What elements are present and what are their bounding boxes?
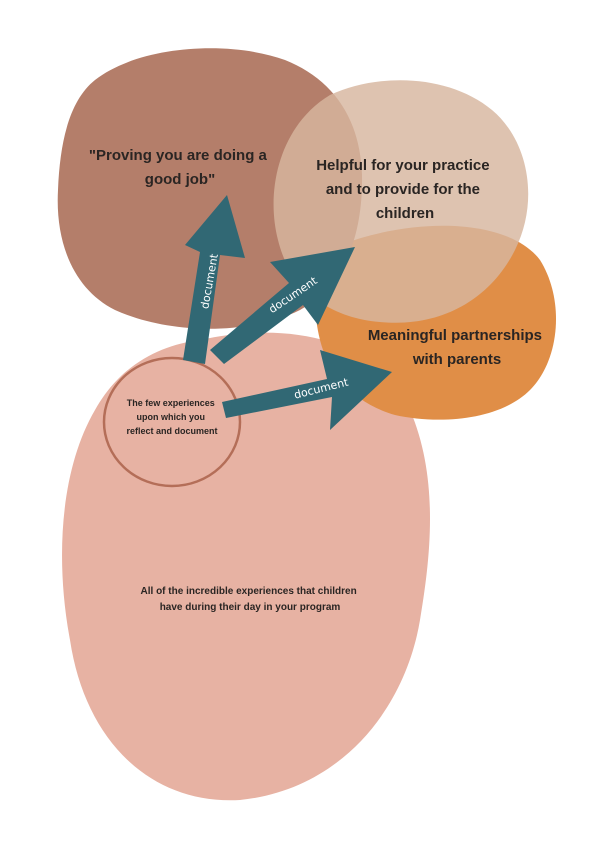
helpful-label-line: Helpful for your practice <box>316 157 489 174</box>
partnerships-label: Meaningful partnerships with parents <box>368 327 546 368</box>
arrow-shape <box>210 247 355 364</box>
partnerships-label-line: with parents <box>412 351 501 368</box>
all-experiences-label: All of the incredible experiences that c… <box>141 586 360 613</box>
proving-label: "Proving you are doing a good job" <box>89 147 271 188</box>
arrow-shape <box>183 195 245 364</box>
proving-label-line: good job" <box>145 171 215 188</box>
few-experiences-label: The few experiences upon which you refle… <box>126 398 217 436</box>
few-experiences-label-line: The few experiences <box>127 398 215 408</box>
few-experiences-circle <box>102 356 242 488</box>
proving-label-line: "Proving you are doing a <box>89 147 268 164</box>
all-experiences-label-line: All of the incredible experiences that c… <box>141 586 357 597</box>
arrow-to-helpful: document <box>210 247 355 364</box>
helpful-label: Helpful for your practice and to provide… <box>316 157 494 222</box>
few-experiences-label-line: reflect and document <box>126 426 217 436</box>
helpful-label-line: and to provide for the <box>326 181 480 198</box>
all-experiences-label-line: have during their day in your program <box>160 602 341 613</box>
arrow-shape <box>222 350 392 430</box>
partnerships-label-line: Meaningful partnerships <box>368 327 542 344</box>
all-experiences-blob <box>62 332 431 801</box>
helpful-label-line: children <box>376 205 434 222</box>
few-experiences-label-line: upon which you <box>136 412 205 422</box>
